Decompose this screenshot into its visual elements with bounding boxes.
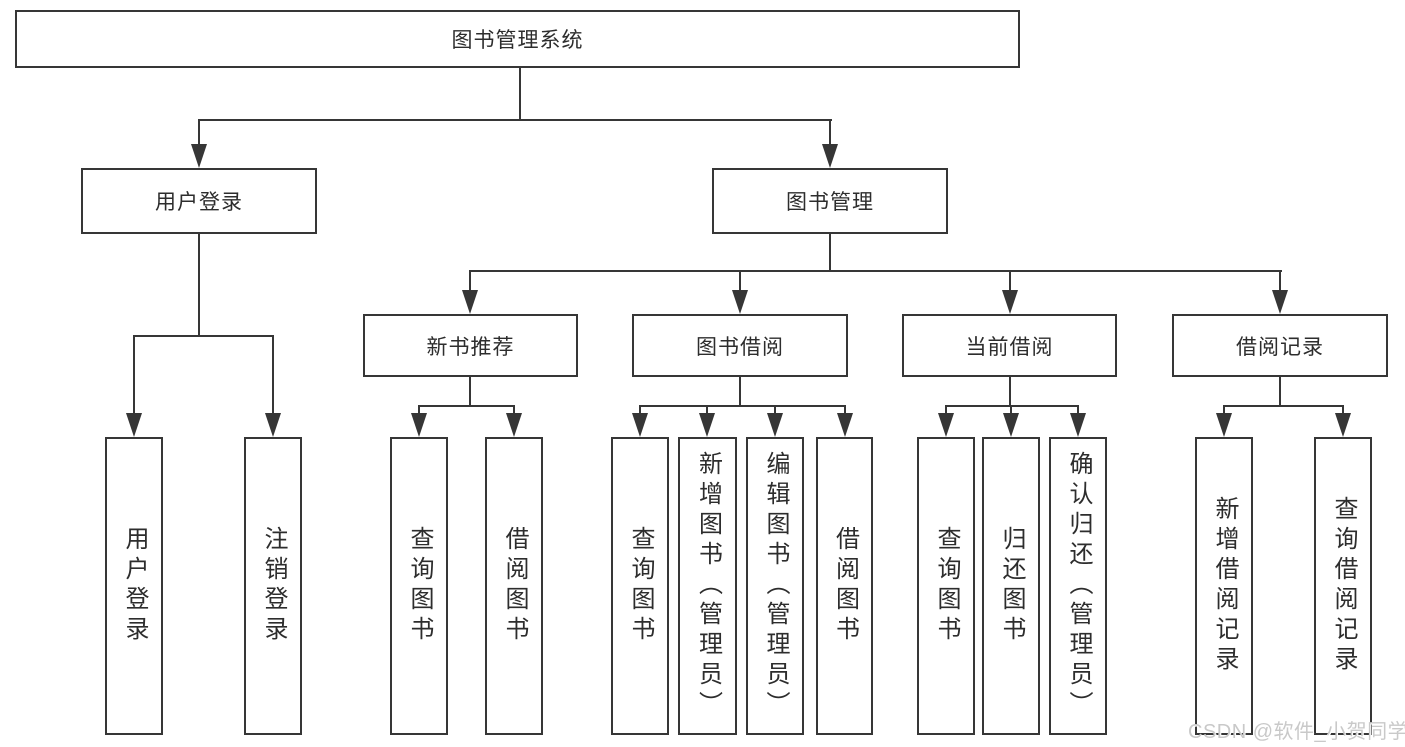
leaf-label: 查询借阅记录 <box>1330 496 1357 676</box>
leaf-label: 借阅图书 <box>831 526 859 646</box>
leaf-label: 查询图书 <box>627 526 654 646</box>
connector-segment <box>469 377 471 407</box>
node-library-management-system: 图书管理系统 <box>15 10 1020 68</box>
leaf-user-login: 用户登录 <box>105 437 163 735</box>
connector-segment <box>739 270 741 292</box>
connector-segment <box>1009 270 1011 292</box>
connector-segment <box>469 270 471 292</box>
leaf-label: 查询图书 <box>406 526 433 646</box>
leaf-query-books-2: 查询图书 <box>611 437 669 735</box>
arrowhead-icon <box>191 144 207 168</box>
leaf-label: 新增图书（管理员） <box>694 451 722 721</box>
arrowhead-icon <box>822 144 838 168</box>
connector-segment <box>829 234 831 272</box>
arrowhead-icon <box>732 290 748 314</box>
leaf-query-borrow-record: 查询借阅记录 <box>1314 437 1372 735</box>
arrowhead-icon <box>632 413 648 437</box>
node-book-management: 图书管理 <box>712 168 948 234</box>
arrowhead-icon <box>126 413 142 437</box>
arrowhead-icon <box>837 413 853 437</box>
connector-segment <box>1223 405 1225 415</box>
arrowhead-icon <box>265 413 281 437</box>
connector-segment <box>945 405 947 415</box>
connector-segment <box>739 377 741 407</box>
connector-segment <box>1009 377 1011 407</box>
node-label: 图书管理系统 <box>451 29 584 52</box>
connector-segment <box>272 335 274 415</box>
arrowhead-icon <box>462 290 478 314</box>
connector-segment <box>1223 405 1344 407</box>
node-label: 借阅记录 <box>1236 335 1324 359</box>
leaf-add-borrow-record: 新增借阅记录 <box>1195 437 1253 735</box>
arrowhead-icon <box>506 413 522 437</box>
connector-segment <box>418 405 420 415</box>
leaf-label: 注销登录 <box>260 526 287 646</box>
connector-segment <box>945 405 1079 407</box>
connector-segment <box>198 234 200 337</box>
leaf-edit-books-admin: 编辑图书（管理员） <box>746 437 804 735</box>
leaf-confirm-return-admin: 确认归还（管理员） <box>1049 437 1107 735</box>
connector-segment <box>1342 405 1344 415</box>
arrowhead-icon <box>1272 290 1288 314</box>
arrowhead-icon <box>1216 413 1232 437</box>
node-new-book-recommendation: 新书推荐 <box>363 314 578 377</box>
connector-segment <box>198 119 200 148</box>
arrowhead-icon <box>767 413 783 437</box>
connector-segment <box>519 68 521 121</box>
node-label: 图书管理 <box>786 191 874 214</box>
node-current-borrowing: 当前借阅 <box>902 314 1117 377</box>
node-user-login: 用户登录 <box>81 168 317 234</box>
arrowhead-icon <box>1002 290 1018 314</box>
csdn-watermark: CSDN @软件_小贺同学 <box>1188 721 1405 743</box>
node-label: 当前借阅 <box>965 335 1054 359</box>
node-label: 用户登录 <box>155 191 243 214</box>
leaf-label: 编辑图书（管理员） <box>762 451 789 721</box>
leaf-borrow-books-2: 借阅图书 <box>816 437 873 735</box>
connector-segment <box>513 405 515 415</box>
connector-segment <box>639 405 641 415</box>
connector-segment <box>469 270 1282 272</box>
leaf-label: 查询图书 <box>933 526 960 646</box>
connector-segment <box>1279 270 1281 292</box>
leaf-add-books-admin: 新增图书（管理员） <box>678 437 737 735</box>
leaf-label: 借阅图书 <box>501 526 528 646</box>
node-label: 图书借阅 <box>696 335 784 359</box>
leaf-logout: 注销登录 <box>244 437 302 735</box>
connector-segment <box>198 119 832 121</box>
connector-segment <box>1279 377 1281 407</box>
connector-segment <box>774 405 776 415</box>
connector-segment <box>706 405 708 415</box>
connector-segment <box>133 335 274 337</box>
connector-segment <box>1010 405 1012 415</box>
node-borrowing-records: 借阅记录 <box>1172 314 1388 377</box>
leaf-borrow-books-1: 借阅图书 <box>485 437 543 735</box>
arrowhead-icon <box>1003 413 1019 437</box>
connector-segment <box>418 405 515 407</box>
leaf-label: 归还图书 <box>998 526 1025 646</box>
leaf-return-books: 归还图书 <box>982 437 1040 735</box>
arrowhead-icon <box>1335 413 1351 437</box>
arrowhead-icon <box>411 413 427 437</box>
node-label: 新书推荐 <box>426 335 515 359</box>
leaf-label: 确认归还（管理员） <box>1065 451 1092 721</box>
leaf-query-books-3: 查询图书 <box>917 437 975 735</box>
node-book-borrowing: 图书借阅 <box>632 314 848 377</box>
arrowhead-icon <box>1070 413 1086 437</box>
leaf-label: 用户登录 <box>121 526 148 646</box>
leaf-label: 新增借阅记录 <box>1211 496 1238 676</box>
connector-segment <box>639 405 846 407</box>
arrowhead-icon <box>699 413 715 437</box>
leaf-query-books-1: 查询图书 <box>390 437 448 735</box>
connector-segment <box>133 335 135 415</box>
arrowhead-icon <box>938 413 954 437</box>
connector-segment <box>829 119 831 148</box>
connector-segment <box>1077 405 1079 415</box>
connector-segment <box>844 405 846 415</box>
